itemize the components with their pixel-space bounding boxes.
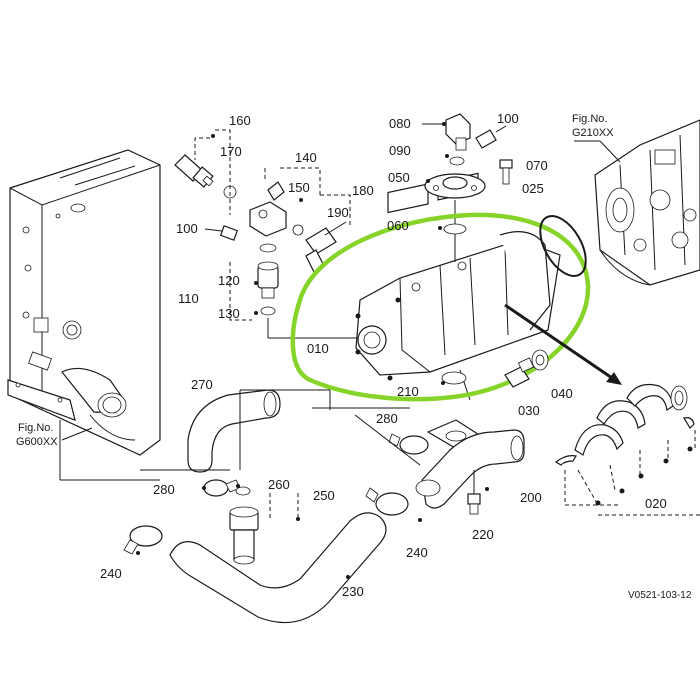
leader-dots <box>136 122 489 579</box>
callout-170: 170 <box>220 144 242 159</box>
plug-070 <box>499 159 513 185</box>
callout-100b: 100 <box>497 111 519 126</box>
callout-200: 200 <box>520 490 542 505</box>
callout-labels: 160 170 140 150 180 190 100 120 110 130 … <box>100 111 667 599</box>
callout-130: 130 <box>218 306 240 321</box>
seal-kit-020 <box>554 383 695 466</box>
pipe-200 <box>415 419 525 509</box>
callout-250: 250 <box>313 488 335 503</box>
callout-280b: 280 <box>153 482 175 497</box>
fitting-030 <box>504 357 535 388</box>
callout-140: 140 <box>295 150 317 165</box>
clamp-240b <box>375 492 409 516</box>
elbow-080 <box>445 113 471 151</box>
hose-270 <box>187 389 281 473</box>
callout-100a: 100 <box>176 221 198 236</box>
callout-050: 050 <box>388 170 410 185</box>
callout-270: 270 <box>191 377 213 392</box>
washer-040 <box>531 349 549 371</box>
o-ring-210 <box>441 371 467 385</box>
callout-110: 110 <box>178 291 199 306</box>
fig-ref-top-right-line2: G210XX <box>572 127 614 139</box>
clamp-280b <box>399 435 429 455</box>
clamp-240a <box>129 525 163 547</box>
bolt-100a <box>204 225 239 241</box>
callout-190: 190 <box>327 205 349 220</box>
fitting-250 <box>229 486 259 565</box>
clamp-280a <box>203 479 229 497</box>
callout-020: 020 <box>645 496 667 511</box>
fig-ref-left-line1: Fig.No. <box>18 422 53 434</box>
fitting-150 <box>249 181 287 253</box>
drain-220 <box>467 470 481 515</box>
main-pump-reference <box>594 119 700 286</box>
fig-ref-left-line2: G600XX <box>16 436 58 448</box>
fitting-120-130 <box>257 261 279 316</box>
callout-060: 060 <box>387 218 409 233</box>
callout-030: 030 <box>518 403 540 418</box>
o-ring-060 <box>443 223 467 235</box>
callout-240b: 240 <box>100 566 122 581</box>
bolt-100b <box>475 125 507 149</box>
fitting-160 <box>174 154 214 188</box>
hose-230 <box>169 512 387 624</box>
callout-040: 040 <box>551 386 573 401</box>
callout-260: 260 <box>268 477 290 492</box>
callout-230: 230 <box>342 584 364 599</box>
callout-010: 010 <box>307 341 329 356</box>
callout-160: 160 <box>229 113 251 128</box>
callout-220: 220 <box>472 527 494 542</box>
callout-210: 210 <box>397 384 419 399</box>
o-ring-090 <box>449 156 465 166</box>
flange-050 <box>424 173 486 199</box>
callout-180: 180 <box>352 183 374 198</box>
callout-240a: 240 <box>406 545 428 560</box>
callout-280a: 280 <box>376 411 398 426</box>
o-ring-025 <box>539 215 587 277</box>
fitting-190 <box>292 221 347 273</box>
callout-150: 150 <box>288 180 310 195</box>
callout-080: 080 <box>389 116 411 131</box>
fig-ref-top-right-line1: Fig.No. <box>572 113 607 125</box>
highlight-outline <box>290 212 591 402</box>
callout-070: 070 <box>526 158 548 173</box>
callout-090: 090 <box>389 143 411 158</box>
arrow-head <box>606 372 622 385</box>
gear-pump-assembly <box>355 172 561 381</box>
callout-120: 120 <box>218 273 240 288</box>
hydraulic-tank <box>7 149 161 456</box>
arrow-to-kit <box>504 303 616 382</box>
callout-025: 025 <box>522 181 544 196</box>
drawing-code: V0521-103-12 <box>628 590 692 601</box>
